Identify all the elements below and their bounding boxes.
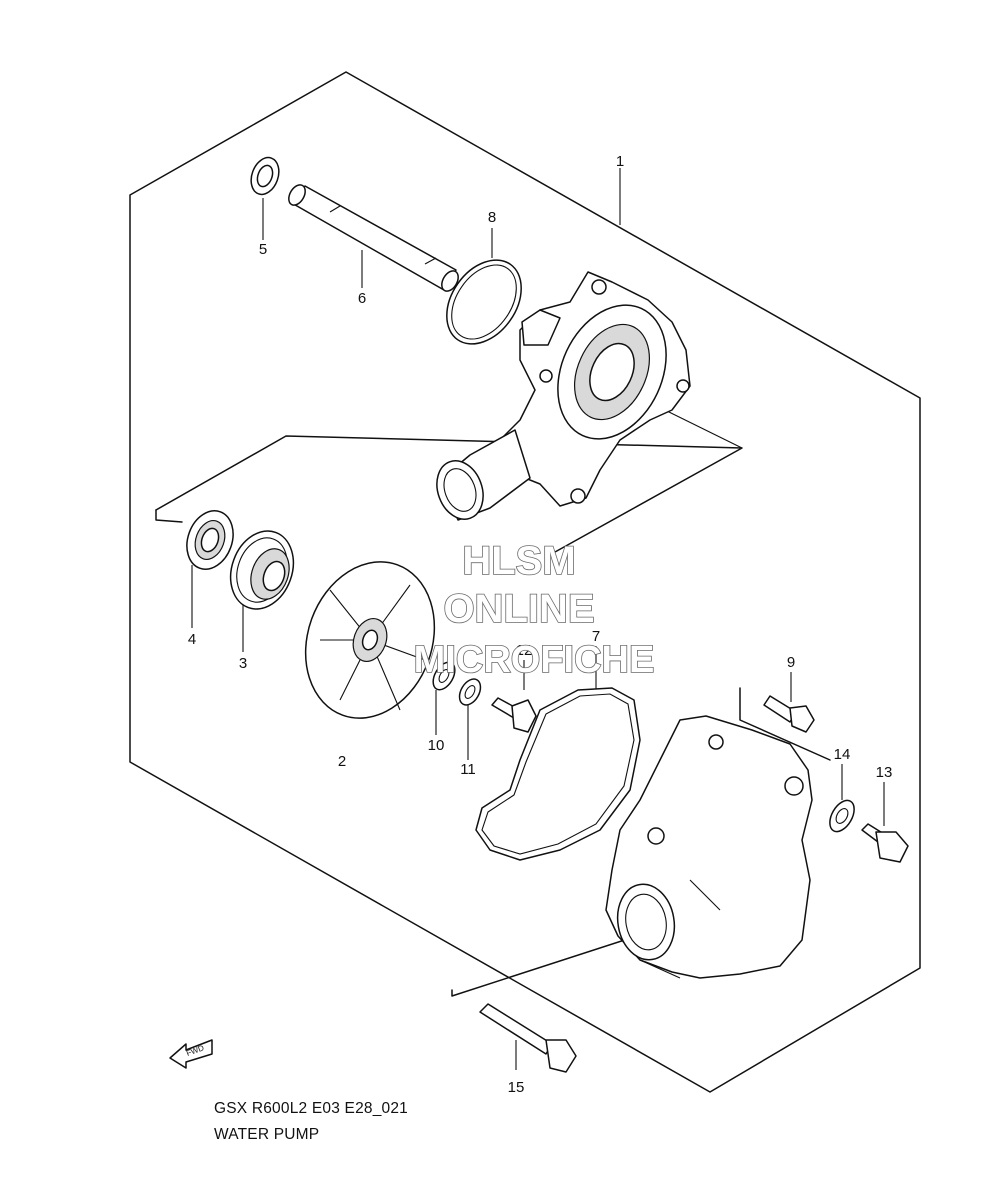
callout-6: 6 [358,290,366,307]
callout-9: 9 [787,654,795,671]
pump-case-1-icon [436,271,691,521]
callout-numbers: 1 5 6 8 4 3 2 10 11 12 7 9 14 13 15 [188,153,893,1096]
callout-11: 11 [460,761,476,778]
watermark: HLSM ONLINE MICROFICHE [413,538,655,682]
callout-2: 2 [338,753,346,770]
watermark-line-1: HLSM [462,539,575,583]
impeller-2-icon [304,561,436,719]
bolt-15-icon [479,1003,577,1073]
diagram-title: WATER PUMP [214,1126,320,1143]
oil-seal-4-icon [186,510,234,570]
bolt-9-icon [763,695,815,733]
washer-5-icon [250,156,280,196]
bolt-group-boundary [451,921,681,997]
impeller-group-boundary [155,509,183,523]
model-code: GSX R600L2 E03 E28_021 [214,1100,408,1117]
callout-13: 13 [876,764,893,781]
gasket-7-icon [475,687,641,861]
callout-4: 4 [188,631,196,648]
callout-1: 1 [616,153,624,170]
bolt-12-icon [491,697,537,733]
washer-11-icon [458,678,482,706]
callout-15: 15 [508,1079,525,1096]
callout-14: 14 [834,746,851,763]
callout-12: 12 [516,642,533,659]
watermark-line-2: ONLINE [443,587,594,631]
forward-arrow-icon: FWD [169,1039,213,1069]
callout-5: 5 [259,241,267,258]
o-ring-8-icon [446,259,522,345]
pump-cover-icon [605,715,813,979]
callout-3: 3 [239,655,247,672]
watermark-line-3: MICROFICHE [414,639,655,681]
callout-7: 7 [592,628,600,645]
callout-8: 8 [488,209,496,226]
cover-group-boundary [739,687,831,761]
assembly-boundary [129,71,921,1093]
bolt-13-icon [861,823,909,863]
pump-shaft-6-icon [288,184,459,292]
washer-14-icon [829,799,855,833]
washer-10-icon [432,661,456,691]
callout-10: 10 [428,737,445,754]
mechanical-seal-3-icon [229,530,295,610]
